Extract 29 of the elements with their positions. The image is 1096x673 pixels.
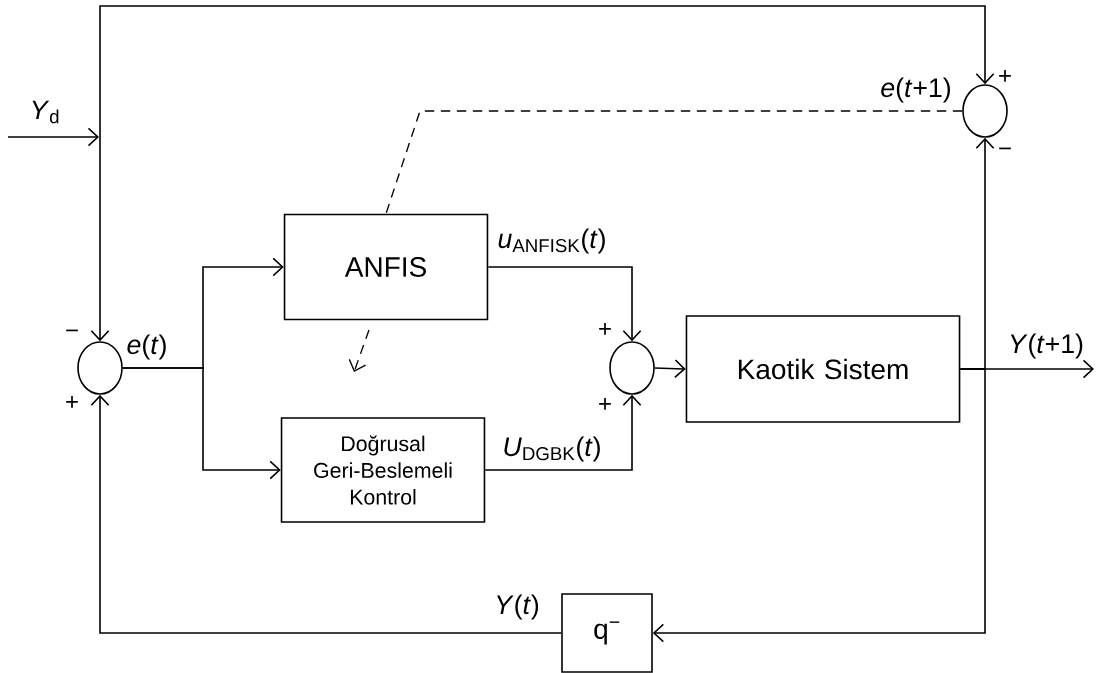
- sign-label: +: [599, 323, 611, 335]
- edge-label: e(t): [125, 333, 169, 361]
- arrow: [90, 394, 562, 634]
- arrow: [487, 266, 642, 342]
- edge-label: Y(t): [492, 593, 542, 621]
- sign-label: +: [599, 398, 611, 410]
- edge-label: Y(t+1): [1006, 332, 1086, 360]
- summing-junction: [962, 84, 1008, 138]
- block-box: Kaotik Sistem: [685, 315, 961, 423]
- arrow: [90, 136, 110, 342]
- edge-label: Y$_{d}$: [28, 99, 62, 125]
- arrow: [484, 394, 642, 471]
- arrow: [654, 359, 686, 379]
- block-box: ANFIS: [283, 213, 489, 321]
- sign-label: −: [66, 329, 78, 332]
- sign-label: −: [999, 147, 1011, 150]
- edge-label: e(t+1): [879, 76, 953, 104]
- arrow: [99, 5, 995, 138]
- edge-label: U$_{DGBK}$(t): [501, 435, 603, 463]
- arrow: [122, 367, 281, 480]
- block-box: q$^{−}$: [561, 593, 653, 673]
- arrow: [652, 368, 986, 643]
- summing-junction: [77, 341, 123, 395]
- edge-label: u$_{ANFISK}$(t): [496, 227, 608, 255]
- block-box: Doğrusal Geri-Beslemeli Kontrol: [280, 417, 486, 523]
- summing-junction: [609, 341, 655, 395]
- arrow: [7, 127, 99, 147]
- sign-label: +: [999, 70, 1011, 82]
- sign-label: +: [66, 396, 78, 408]
